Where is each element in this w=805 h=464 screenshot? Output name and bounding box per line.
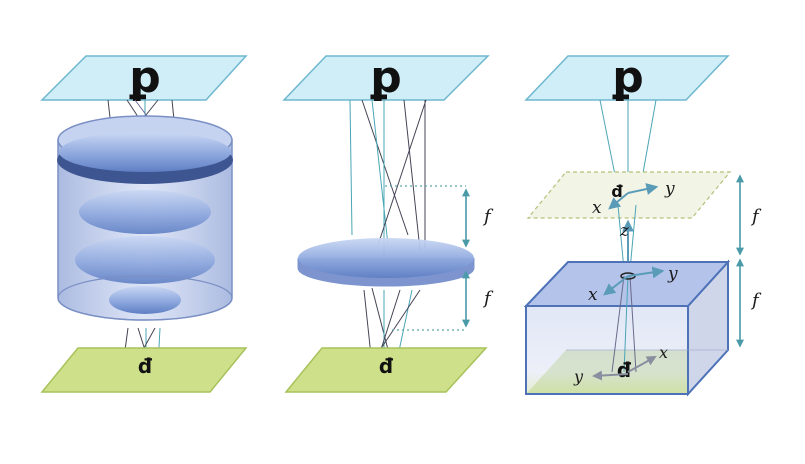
object-glyph-3: ꝑ <box>612 52 644 103</box>
image-glyph-3: ꝑ <box>617 361 631 385</box>
intermediate-plane <box>526 171 732 219</box>
image-plane-1 <box>40 347 248 393</box>
mid-y-label: y <box>664 179 675 199</box>
box-top-y-axis <box>627 266 665 279</box>
mid-glyph: ꝑ <box>611 184 622 203</box>
thin-lens <box>298 238 474 278</box>
focal-length-label-upper: f <box>482 206 494 227</box>
lens-element-3 <box>75 236 215 284</box>
lens-barrel-bottom <box>57 275 233 321</box>
box-bottom-y-label: y <box>573 367 584 386</box>
z-label: z <box>619 221 630 241</box>
box-top-x-label: x <box>588 285 598 305</box>
box-bottom-x-label: x <box>659 343 668 362</box>
lens-element-1-top <box>59 132 231 172</box>
panel-fourier-slab: ꝑ ꝑ y x z y x <box>523 52 762 397</box>
mid-y-axis <box>627 183 659 195</box>
focal-length-label-lower: f <box>482 288 494 309</box>
image-glyph-1: ꝑ <box>138 357 152 381</box>
object-glyph-2: ꝑ <box>370 52 402 103</box>
object-glyph-1: ꝑ <box>129 52 161 103</box>
focus-ring <box>620 272 636 280</box>
lens-element-2 <box>79 190 211 234</box>
panel-single-thin-lens: ꝑ f f ꝑ <box>282 52 494 393</box>
rays-2 <box>349 99 427 368</box>
slab-top <box>523 261 731 307</box>
focal-length-label-lower-3: f <box>750 290 762 311</box>
object-plane-3 <box>524 55 730 101</box>
object-plane-1 <box>40 55 248 101</box>
rays-3-box <box>611 275 637 373</box>
mid-x-label: x <box>592 198 602 218</box>
image-glyph-2: ꝑ <box>379 357 393 381</box>
image-plane-2 <box>284 347 488 393</box>
rays-3-mid <box>617 204 637 271</box>
box-top-x-axis <box>603 275 629 296</box>
lens-element-4 <box>109 286 181 314</box>
box-bottom-y-axis <box>592 370 629 381</box>
mid-x-axis <box>608 192 629 210</box>
box-top-y-label: y <box>667 264 678 284</box>
focal-length-label-upper-3: f <box>750 206 762 227</box>
box-bottom-x-axis <box>627 356 657 373</box>
object-plane-2 <box>282 55 490 101</box>
panel-multi-lens-system: ꝑ ꝑ <box>40 52 248 393</box>
